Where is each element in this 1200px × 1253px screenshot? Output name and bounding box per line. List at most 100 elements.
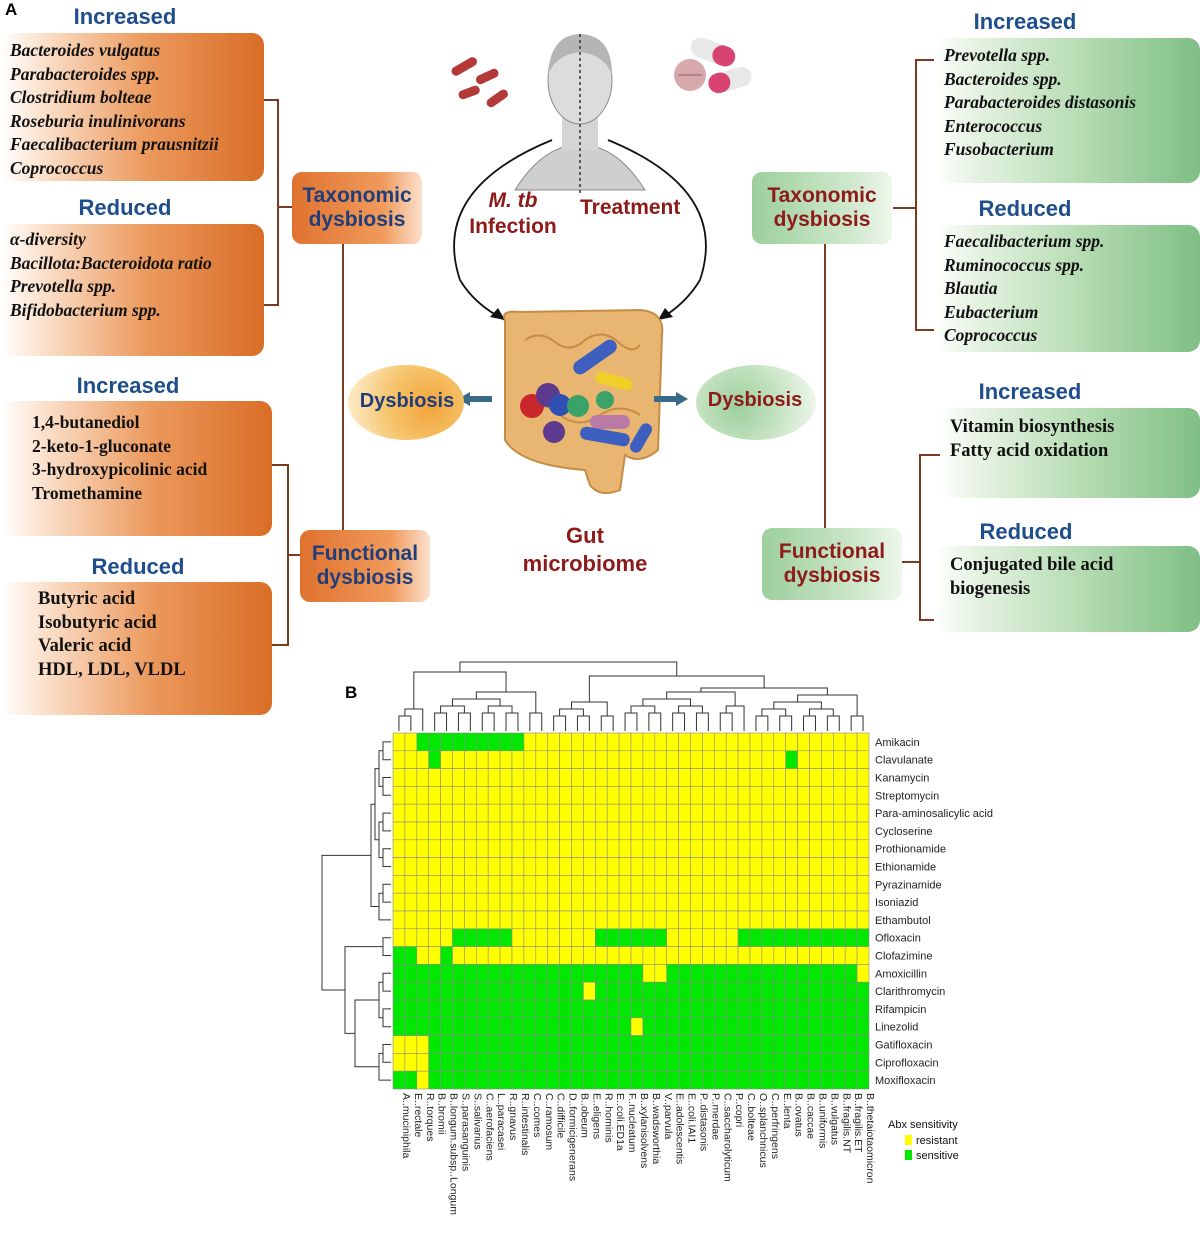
legend-swatch — [905, 1150, 912, 1160]
heatmap-cell — [464, 803, 477, 823]
heatmap-cell — [797, 839, 810, 858]
heatmap-cell — [642, 1017, 656, 1036]
heatmap-cell — [547, 732, 560, 752]
heatmap-cell — [464, 964, 477, 983]
heatmap-cell — [511, 875, 525, 894]
heatmap-cell — [809, 928, 822, 947]
heatmap-cell — [583, 1053, 596, 1072]
heatmap-cell — [713, 892, 727, 912]
heatmap-cell — [571, 750, 584, 769]
heatmap-cell — [499, 857, 513, 876]
heatmap-cell — [452, 803, 465, 823]
heatmap-cell — [464, 946, 477, 965]
dendrogram-branch — [440, 705, 465, 713]
heatmap-cell — [797, 999, 810, 1019]
dendrogram-branch — [761, 708, 787, 716]
legend-label: resistant — [916, 1135, 958, 1147]
heatmap-cell — [392, 857, 406, 876]
heatmap-cell — [761, 999, 775, 1019]
heatmap-cell — [713, 964, 727, 983]
heatmap-cell — [832, 910, 846, 930]
heatmap-cell — [702, 857, 715, 876]
heatmap-cell — [571, 999, 584, 1019]
heatmap-cell — [797, 1017, 810, 1036]
heatmap-cell — [464, 786, 477, 805]
heatmap-cell — [821, 768, 834, 787]
heatmap-cell — [511, 1070, 525, 1090]
heatmap-cell — [606, 1017, 620, 1036]
column-label: R..intestinalis — [519, 1093, 531, 1155]
heatmap-cell — [475, 857, 489, 876]
heatmap-cell — [666, 964, 679, 983]
heatmap-cell — [416, 1035, 429, 1054]
dendrogram-branch — [413, 671, 507, 709]
heatmap-cell — [654, 1035, 667, 1054]
heatmap-cell — [630, 1070, 644, 1090]
heatmap-cell — [583, 857, 596, 876]
heatmap-cell — [416, 964, 429, 983]
list-item: Parabacteroides spp. — [10, 63, 160, 84]
heatmap-cell — [392, 786, 406, 805]
heatmap-cell — [440, 839, 453, 858]
heatmap-cell — [428, 964, 441, 983]
row-label: Gatifloxacin — [875, 1040, 932, 1052]
heatmap-cell — [809, 768, 822, 787]
heatmap-cell — [690, 946, 703, 965]
row-label: Kanamycin — [875, 773, 929, 785]
heatmap-cell — [666, 786, 679, 805]
heatmap-cell — [856, 732, 870, 752]
dendrogram-branch — [719, 712, 733, 731]
heatmap-cell — [392, 750, 406, 769]
heatmap-cell — [642, 910, 656, 930]
heatmap-cell — [690, 857, 703, 876]
heatmap-cell — [440, 981, 453, 1001]
heatmap-cell — [713, 786, 727, 805]
row-label: Clarithromycin — [875, 986, 945, 998]
heatmap-cell — [821, 999, 834, 1019]
heatmap-cell — [761, 803, 775, 823]
heatmap-cell — [464, 768, 477, 787]
heatmap-cell — [523, 892, 537, 912]
heatmap-cell — [594, 910, 608, 930]
right-taxonomic-dysbiosis-label: Taxonomic dysbiosis — [752, 172, 892, 244]
heatmap-cell — [773, 803, 786, 823]
heatmap-cell — [809, 1070, 822, 1090]
heatmap-cell — [797, 910, 810, 930]
heatmap-cell — [571, 839, 584, 858]
heatmap-cell — [737, 946, 751, 965]
heatmap-cell — [856, 1017, 870, 1036]
heatmap-cell — [618, 803, 632, 823]
heatmap-cell — [523, 928, 537, 947]
dendrogram-branch — [809, 708, 834, 716]
heatmap-cell — [713, 732, 727, 752]
heatmap-cell — [475, 999, 489, 1019]
heatmap-cell — [809, 892, 822, 912]
heatmap-cell — [654, 786, 667, 805]
bacteria-icon — [451, 57, 508, 108]
heatmap-cell — [844, 1053, 858, 1072]
left-dysbiosis-label: Dysbiosis — [359, 390, 455, 412]
heatmap-cell — [773, 732, 786, 752]
heatmap-cell — [475, 892, 489, 912]
heatmap-cell — [440, 946, 453, 965]
heatmap-cell — [618, 1053, 632, 1072]
dendrogram-branch — [382, 741, 391, 761]
heatmap-cell — [737, 928, 751, 947]
heatmap-cell — [559, 964, 572, 983]
heatmap-cell — [666, 910, 679, 930]
heatmap-cell — [666, 892, 679, 912]
heatmap-cell — [559, 786, 572, 805]
right-func-increased-header: Increased — [978, 379, 1082, 404]
list-item: Ruminococcus spp. — [944, 254, 1085, 275]
heatmap-cell — [690, 768, 703, 787]
heatmap-cell — [725, 1053, 739, 1072]
heatmap-cell — [785, 1070, 798, 1090]
heatmap-cell — [535, 839, 548, 858]
dendrogram-branch — [434, 712, 448, 731]
heatmap-cell — [856, 964, 870, 983]
heatmap-cell — [654, 910, 667, 930]
heatmap-cell — [547, 875, 560, 894]
heatmap-cell — [416, 750, 429, 769]
heatmap-cell — [630, 1017, 644, 1036]
heatmap-cell — [416, 839, 429, 858]
